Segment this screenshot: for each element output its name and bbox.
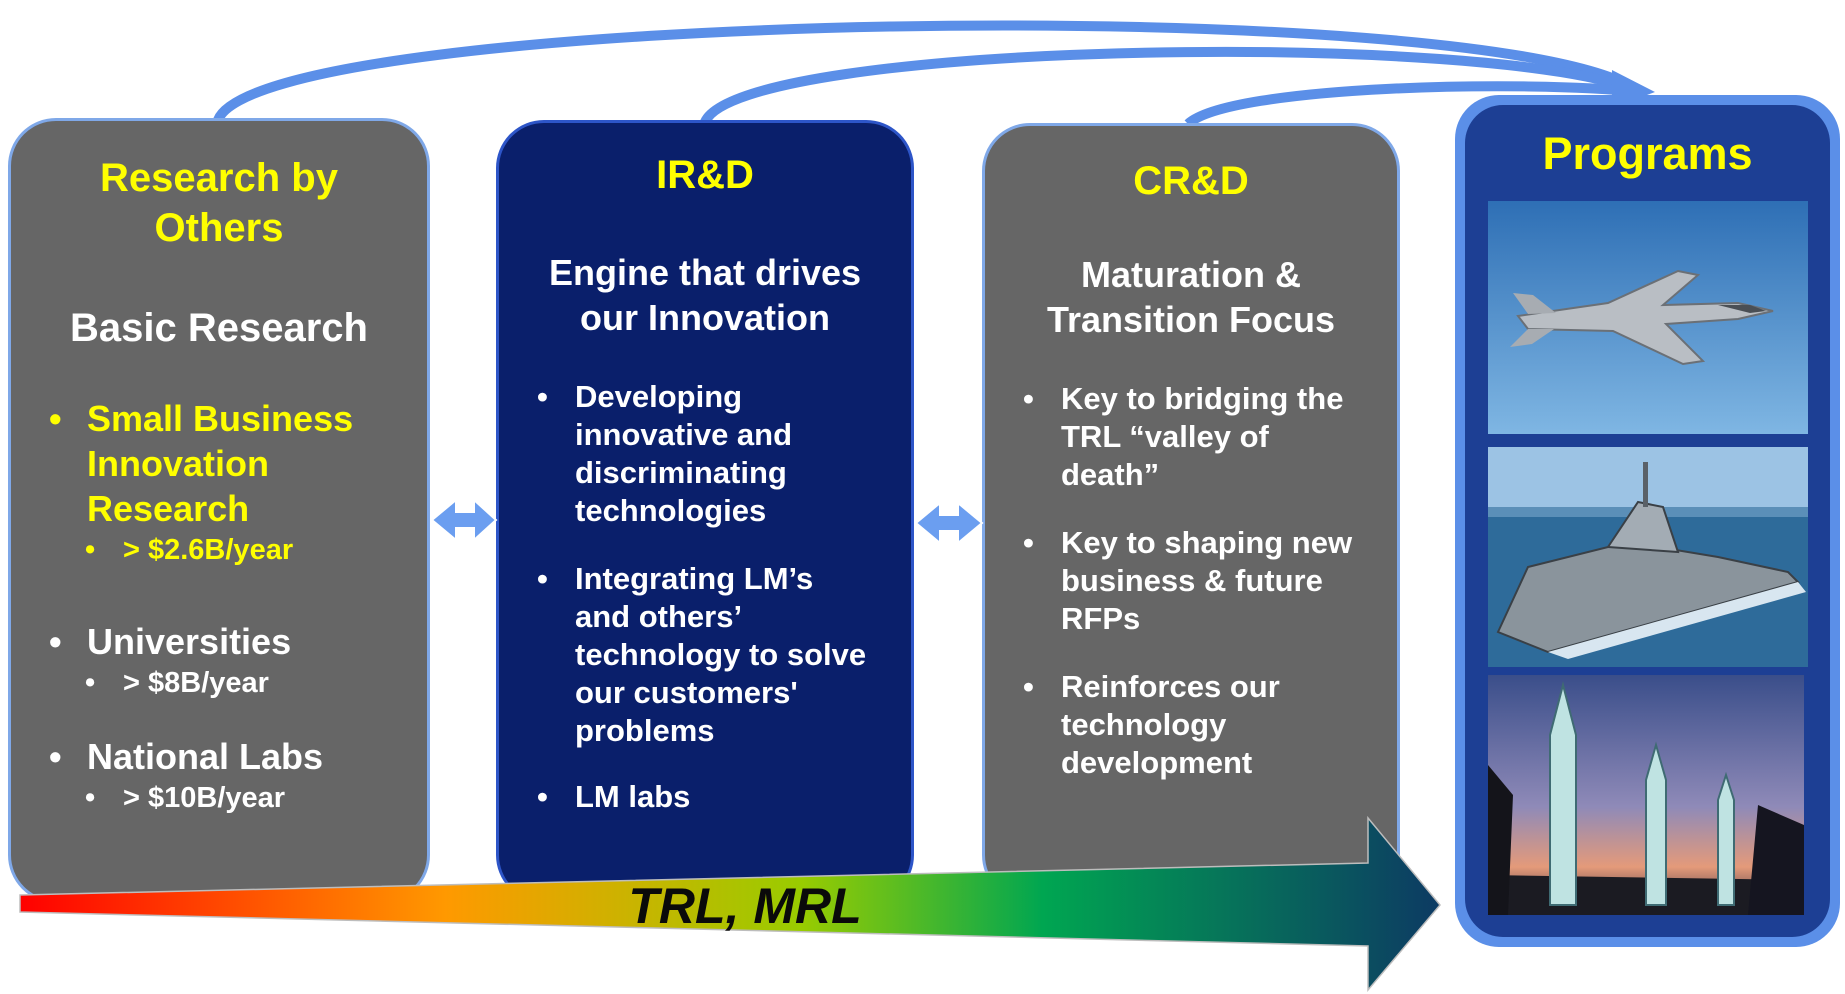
list-item: Key to bridging the TRL “valley of death… — [1023, 380, 1373, 494]
list-item-label: National Labs — [87, 736, 324, 777]
navy-ship-image — [1488, 447, 1808, 667]
list-item-sub: > $2.6B/year — [85, 531, 399, 569]
list-item-sub-label: > $2.6B/year — [123, 534, 294, 566]
double-arrow-icon — [914, 500, 984, 546]
list-item-sub-label: > $10B/year — [123, 782, 286, 814]
list-item: LM labs — [537, 778, 867, 816]
double-arrow-icon — [430, 497, 498, 543]
research-box: Research by Others Basic Research Small … — [8, 118, 430, 903]
crd-title: CR&D — [1133, 159, 1249, 203]
programs-box: Programs — [1455, 95, 1840, 947]
list-item-label: Universities — [87, 621, 292, 662]
list-item: Reinforces our technology development — [1023, 668, 1373, 782]
fighter-jet-image — [1488, 201, 1808, 434]
crd-list: Key to bridging the TRL “valley of death… — [1023, 380, 1373, 782]
list-item-sub: > $10B/year — [85, 779, 399, 817]
list-item: Key to shaping new business & future RFP… — [1023, 524, 1373, 638]
list-item-sub-label: > $8B/year — [123, 667, 269, 699]
list-item-sub: > $8B/year — [85, 664, 399, 702]
missiles-image — [1488, 675, 1804, 915]
ird-title: IR&D — [656, 153, 754, 197]
list-item: Integrating LM’s and others’ technology … — [537, 560, 867, 750]
list-item-label: Small Business Innovation Research — [87, 398, 354, 529]
list-item: Developing innovative and discriminating… — [537, 378, 867, 530]
programs-title: Programs — [1542, 128, 1753, 179]
list-item: Small Business Innovation Research — [49, 396, 399, 531]
crd-box: CR&D Maturation & Transition Focus Key t… — [982, 123, 1400, 903]
list-item: Universities — [49, 619, 399, 664]
research-title: Research by Others — [100, 156, 338, 250]
ird-subtitle: Engine that drives our Innovation — [548, 252, 862, 338]
research-subtitle: Basic Research — [70, 306, 368, 350]
ird-list: Developing innovative and discriminating… — [537, 378, 867, 816]
crd-subtitle: Maturation & Transition Focus — [1046, 254, 1336, 340]
trl-mrl-label: TRL, MRL — [628, 878, 862, 934]
arc-research-to-programs — [213, 20, 1643, 123]
research-list: Small Business Innovation Research > $2.… — [49, 396, 399, 817]
ird-box: IR&D Engine that drives our Innovation D… — [496, 120, 914, 903]
list-item: National Labs — [49, 734, 399, 779]
